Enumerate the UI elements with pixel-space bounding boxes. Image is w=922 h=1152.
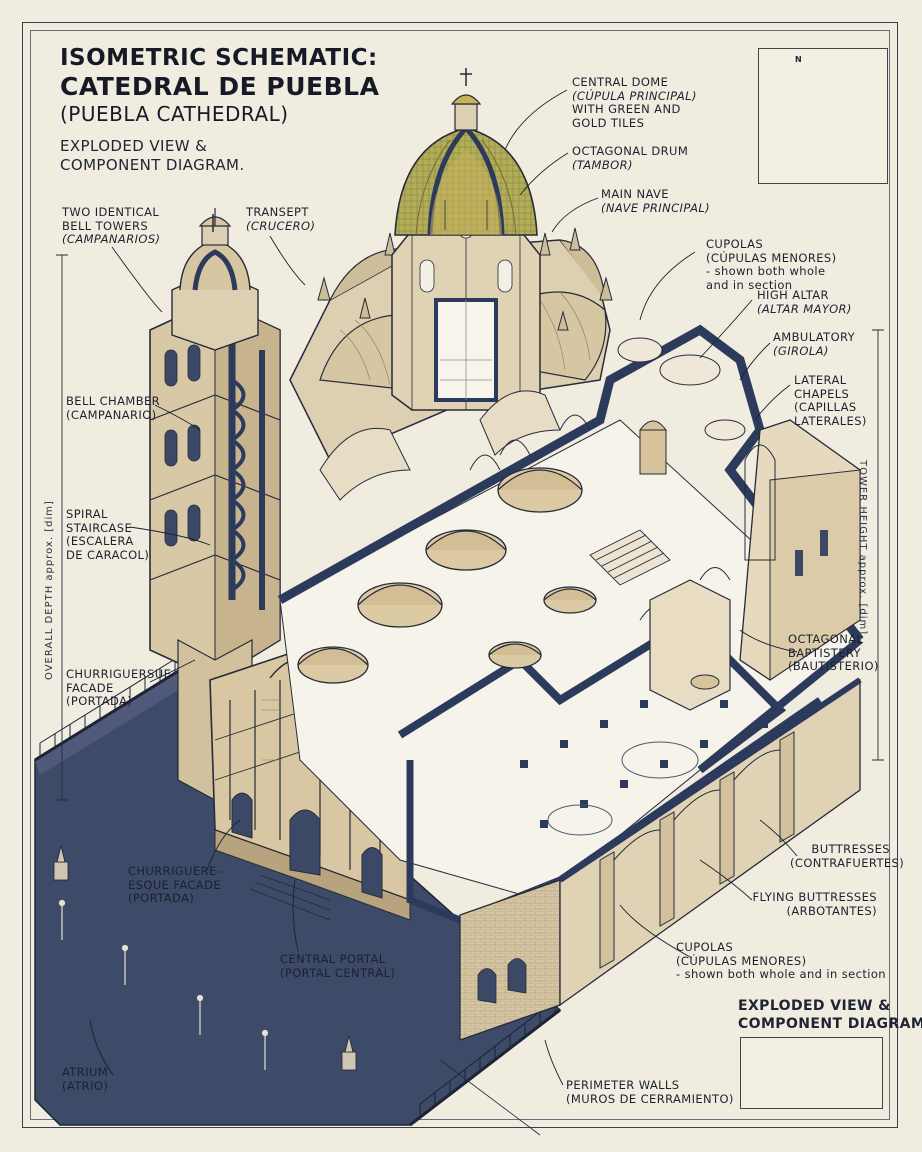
- label-text: BUTTRESSES: [811, 842, 890, 856]
- bell-tower: [149, 208, 281, 801]
- dimension-depth-label: OVERALL DEPTH approx. [dim]: [44, 500, 55, 680]
- label-text: (CONTRAFUERTES): [790, 855, 905, 870]
- label-text: GOLD TILES: [572, 115, 645, 130]
- label-text: BELL CHAMBER: [66, 394, 161, 408]
- high-altar: [639, 420, 667, 475]
- label-transept: TRANSEPT (CRUCERO): [246, 205, 316, 233]
- north-label: N: [795, 55, 802, 64]
- subtitle-line-2: COMPONENT DIAGRAM.: [60, 156, 245, 174]
- label-text: (CAPILLAS: [794, 400, 857, 414]
- label-main-nave: MAIN NAVE (NAVE PRINCIPAL): [601, 187, 711, 215]
- label-text: TWO IDENTICAL: [62, 205, 160, 219]
- label-bell-chamber: BELL CHAMBER (CAMPANARIO): [66, 394, 161, 422]
- label-text: STAIRCASE: [66, 520, 133, 535]
- label-text: MAIN NAVE: [601, 187, 669, 201]
- title-line-1: ISOMETRIC SCHEMATIC:: [60, 45, 378, 71]
- label-text: (TAMBOR): [572, 157, 633, 172]
- label-text: (ALTAR MAYOR): [757, 301, 852, 316]
- label-central-portal: CENTRAL PORTAL (PORTAL CENTRAL): [280, 952, 396, 980]
- label-text: (CAMPANARIOS): [62, 232, 161, 246]
- label-text: FLYING BUTTRESSES: [752, 890, 877, 904]
- label-text: LATERALES): [794, 413, 867, 428]
- label-lateral-chapels: LATERAL CHAPELS (CAPILLAS LATERALES): [794, 373, 867, 428]
- label-text: CHURRIGUERSUE: [66, 667, 172, 681]
- label-flying-buttresses: FLYING BUTTRESSES (ARBOTANTES): [745, 890, 877, 918]
- label-text: CENTRAL PORTAL: [280, 952, 386, 966]
- dimension-height-label: TOWER HEIGHT approx. [dim]: [857, 460, 868, 636]
- baptistery: [649, 579, 731, 711]
- label-text: (MUROS DE CERRAMIENTO): [566, 1091, 734, 1106]
- label-text: (CÚPULA PRINCIPAL): [572, 88, 697, 103]
- legend-title-1: EXPLODED VIEW &: [738, 998, 891, 1014]
- label-text: BELL TOWERS: [62, 218, 149, 233]
- label-text: (CAMPANARIO): [66, 407, 157, 422]
- central-dome: [391, 68, 541, 411]
- label-text: OCTAGONAL DRUM: [572, 144, 689, 158]
- label-text: CENTRAL DOME: [572, 75, 669, 89]
- legend-title-2: COMPONENT DIAGRAM: [738, 1016, 922, 1032]
- label-spiral-staircase: SPIRAL STAIRCASE (ESCALERA DE CARACOL): [66, 507, 150, 562]
- label-text: (CRUCERO): [246, 218, 316, 233]
- label-text: (ARBOTANTES): [786, 903, 877, 918]
- label-text: ATRIUM: [62, 1065, 109, 1079]
- label-text: (PORTADA): [66, 694, 133, 708]
- label-text: HIGH ALTAR: [757, 288, 829, 302]
- label-text: BAPTISTERY: [788, 645, 861, 660]
- label-text: FACADE: [66, 680, 114, 695]
- label-atrium: ATRIUM (ATRIO): [62, 1065, 109, 1093]
- label-text: CHAPELS: [794, 386, 850, 401]
- label-text: - shown both whole: [706, 264, 826, 278]
- label-octagonal-drum: OCTAGONAL DRUM (TAMBOR): [572, 144, 689, 172]
- label-text: (ESCALERA: [66, 534, 134, 548]
- label-cupolas-top: CUPOLAS (CÚPULAS MENORES) - shown both w…: [706, 237, 837, 292]
- label-text: and in section: [706, 277, 793, 292]
- label-facade-center: CHURRIGUERE- ESQUE FACADE (PORTADA): [128, 864, 222, 906]
- label-facade-left: CHURRIGUERSUE FACADE (PORTADA): [66, 667, 172, 709]
- label-text: (NAVE PRINCIPAL): [601, 200, 711, 215]
- label-text: (PORTAL CENTRAL): [280, 965, 396, 980]
- label-bell-towers: TWO IDENTICAL BELL TOWERS (CAMPANARIOS): [62, 205, 161, 247]
- label-text: PERIMETER WALLS: [566, 1078, 680, 1092]
- label-text: (ATRIO): [62, 1078, 109, 1093]
- leader-lines: [89, 89, 798, 1086]
- label-ambulatory: AMBULATORY (GIROLA): [773, 330, 856, 358]
- label-central-dome: CENTRAL DOME (CÚPULA PRINCIPAL) WITH GRE…: [572, 75, 697, 130]
- label-text: (CÚPULAS MENORES): [706, 250, 837, 265]
- label-high-altar: HIGH ALTAR (ALTAR MAYOR): [757, 288, 852, 316]
- label-text: (GIROLA): [773, 343, 829, 358]
- label-text: TRANSEPT: [246, 205, 309, 219]
- label-baptistery: OCTAGONAL BAPTISTERY (BAUTISTERIO): [788, 632, 879, 674]
- lateral-chapel-block: [739, 419, 861, 681]
- legend-panel: [740, 1037, 883, 1109]
- label-text: - shown both whole and in section: [676, 967, 886, 981]
- label-text: CHURRIGUERE-: [128, 864, 222, 878]
- outer-border: [22, 22, 898, 1128]
- label-text: (BAUTISTERIO): [788, 659, 879, 673]
- label-text: ESQUE FACADE: [128, 877, 221, 892]
- label-text: DE CARACOL): [66, 547, 150, 562]
- label-perimeter-walls: PERIMETER WALLS (MUROS DE CERRAMIENTO): [566, 1078, 734, 1106]
- label-buttresses: BUTTRESSES (CONTRAFUERTES): [790, 842, 905, 870]
- label-text: CUPOLAS: [706, 237, 764, 251]
- label-cupolas-bottom: CUPOLAS (CÚPULAS MENORES) - shown both w…: [676, 940, 886, 982]
- label-text: CUPOLAS: [676, 940, 734, 954]
- label-text: AMBULATORY: [773, 330, 856, 344]
- perimeter-wall: [459, 677, 862, 1041]
- inner-border: [30, 30, 890, 1120]
- dimension-lines: [56, 254, 884, 1136]
- label-text: SPIRAL: [66, 507, 108, 521]
- label-text: (PORTADA): [128, 891, 195, 905]
- label-text: WITH GREEN AND: [572, 102, 681, 116]
- label-text: (CÚPULAS MENORES): [676, 953, 807, 968]
- compass-panel: N: [758, 48, 888, 184]
- label-text: LATERAL: [794, 373, 847, 387]
- subtitle-line-1: EXPLODED VIEW &: [60, 137, 208, 155]
- title-line-2: CATEDRAL DE PUEBLA: [60, 72, 380, 101]
- label-text: OCTAGONAL: [788, 632, 864, 646]
- title-line-3: (PUEBLA CATHEDRAL): [60, 102, 289, 126]
